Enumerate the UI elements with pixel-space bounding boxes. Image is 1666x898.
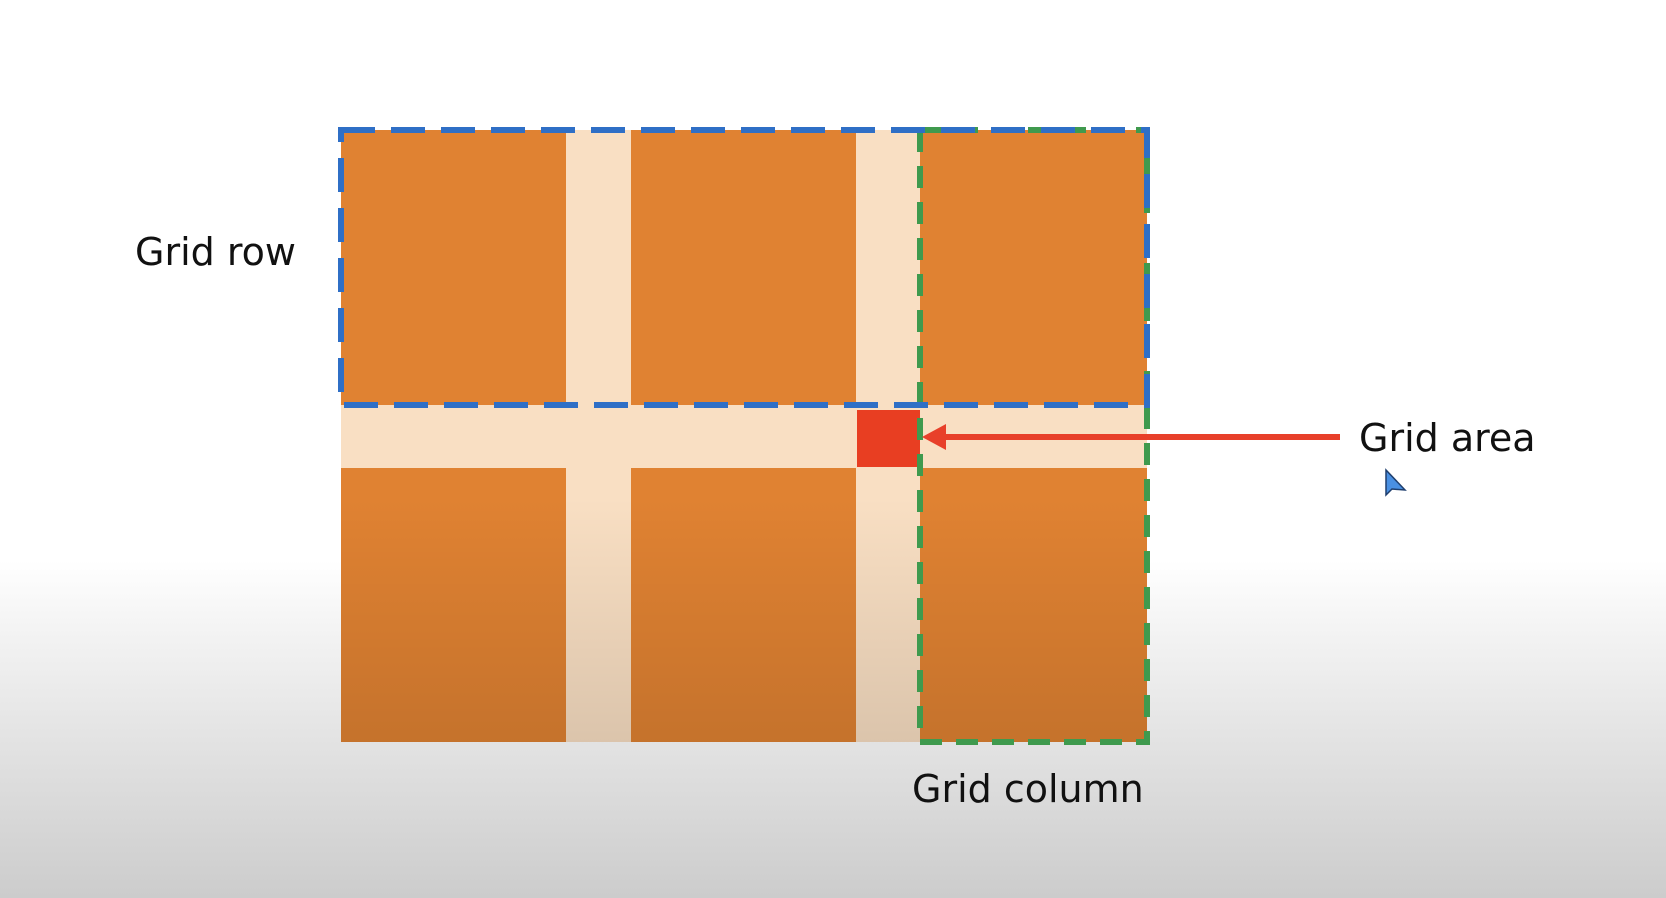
cursor-pointer-icon	[1385, 468, 1407, 497]
grid-row-label: Grid row	[135, 230, 296, 274]
grid-area-label: Grid area	[1359, 416, 1536, 460]
grid-area-arrow-head	[922, 424, 946, 450]
grid-column-outline	[917, 127, 1150, 745]
grid-row-outline	[338, 127, 1150, 408]
grid-area-highlight	[857, 410, 920, 467]
grid-column-label: Grid column	[912, 767, 1144, 811]
